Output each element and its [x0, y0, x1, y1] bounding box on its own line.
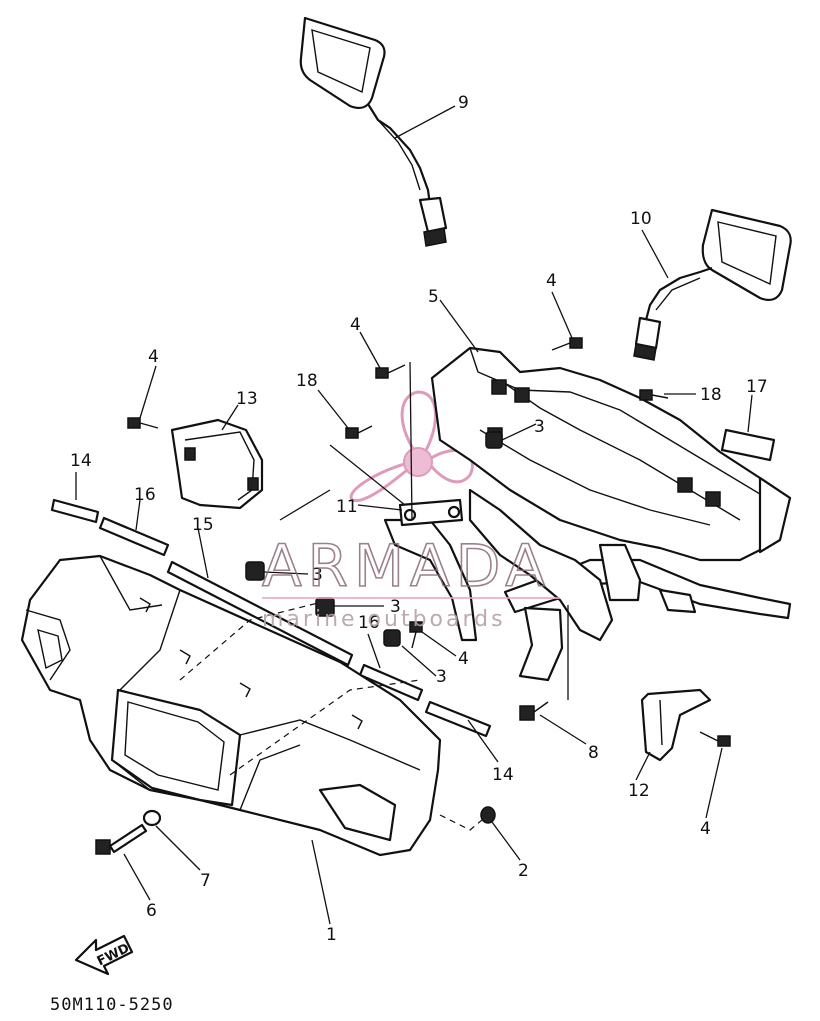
part-label-7: 7: [200, 871, 211, 891]
part-label-8: 8: [588, 743, 599, 763]
part-label-2: 2: [518, 861, 529, 881]
part-label-4-lower: 4: [458, 649, 469, 669]
part-label-12: 12: [628, 781, 650, 801]
hardware: [95, 337, 776, 855]
part-label-3-top: 3: [534, 417, 545, 437]
part-number-labels: 9 10 5 4 4 4 13 18 18 17 3 14 16 11 15 3…: [70, 93, 768, 945]
mirror-left: [299, 16, 448, 247]
part-label-4-left: 4: [148, 347, 159, 367]
part-label-3-mid: 3: [312, 565, 323, 585]
fwd-arrow-icon: FWD: [74, 934, 134, 976]
part-label-4-mid: 4: [350, 315, 361, 335]
part-label-9: 9: [458, 93, 469, 113]
watermark: ARMADA marine outboards: [261, 531, 560, 632]
part-label-5: 5: [428, 287, 439, 307]
part-label-15: 15: [192, 515, 214, 535]
mirror-right: [633, 208, 792, 361]
part-label-13: 13: [236, 389, 258, 409]
part-label-14-left: 14: [70, 451, 92, 471]
watermark-tagline: marine outboards: [262, 607, 506, 632]
part-label-4-top: 4: [546, 271, 557, 291]
part-label-18-left: 18: [296, 371, 318, 391]
part-label-14-right: 14: [492, 765, 514, 785]
part-label-6: 6: [146, 901, 157, 921]
cover-bracket: [170, 418, 264, 510]
part-label-16-left: 16: [134, 485, 156, 505]
part-label-18-right: 18: [700, 385, 722, 405]
part-label-3-lower: 3: [390, 597, 401, 617]
watermark-brand: ARMADA: [262, 532, 551, 600]
part-label-17: 17: [746, 377, 768, 397]
part-label-1: 1: [326, 925, 337, 945]
part-label-3-bottom: 3: [436, 667, 447, 687]
part-label-4-right: 4: [700, 819, 711, 839]
front-cowling: [20, 554, 489, 857]
part-label-10: 10: [630, 209, 652, 229]
bracket-stay: [430, 346, 792, 562]
part-label-16-right: 16: [358, 613, 380, 633]
frame-tubes: [383, 488, 792, 682]
seal-strips: [50, 498, 492, 738]
part-label-11: 11: [336, 497, 358, 517]
drawing-code: 50M110-5250: [50, 995, 174, 1015]
leader-lines: [75, 105, 753, 925]
